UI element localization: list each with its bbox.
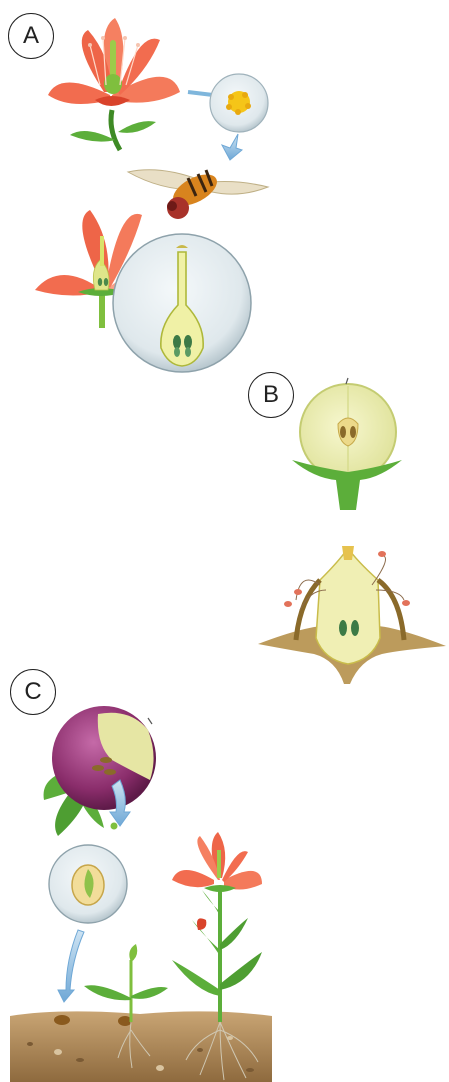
step-label-b: B [248, 372, 294, 418]
seed-icon [111, 823, 118, 830]
hoverfly-icon [128, 168, 268, 219]
ovary-cross-section-icon [113, 234, 251, 372]
split-fruit-icon [258, 546, 446, 684]
soil-icon [10, 1011, 272, 1082]
arrow-icon [222, 134, 242, 160]
step-label-a: A [8, 13, 54, 59]
apple-half-icon [292, 378, 402, 510]
step-label-c: C [10, 669, 56, 715]
flower-icon [172, 832, 262, 892]
seed-icon [49, 845, 127, 923]
arrow-icon [58, 930, 84, 1002]
arrow-icon [188, 92, 213, 95]
turnip-fruit-icon [44, 706, 156, 836]
flower-icon [48, 18, 180, 150]
pollen-grain-icon [210, 74, 268, 132]
